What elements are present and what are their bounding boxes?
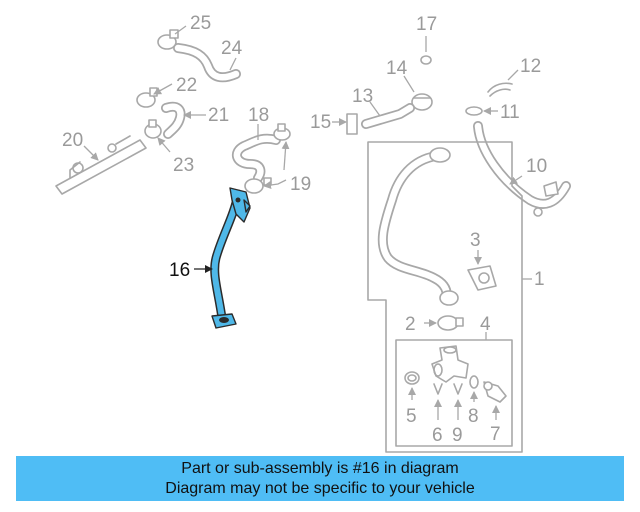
radiator-hose: [377, 147, 459, 306]
hose-part-24[interactable]: [173, 43, 241, 83]
banner-line-part: Part or sub-assembly is #16 in diagram: [181, 460, 459, 477]
clip-part-6[interactable]: [433, 383, 443, 395]
clamp-part-2[interactable]: [437, 315, 464, 331]
parts-diagram: 25 24 22 21 23 20 18: [55, 13, 571, 453]
callout-11[interactable]: 11: [500, 102, 520, 123]
callout-5[interactable]: 5: [406, 406, 417, 427]
callout-19[interactable]: 19: [290, 174, 311, 195]
oring-part-11[interactable]: [465, 106, 483, 116]
callout-13[interactable]: 13: [352, 86, 373, 107]
cap-part-14[interactable]: [411, 93, 433, 111]
clamp-part-23[interactable]: [144, 119, 162, 139]
callout-21[interactable]: 21: [208, 105, 229, 126]
clip-part-9[interactable]: [453, 383, 463, 395]
callout-8[interactable]: 8: [468, 406, 479, 427]
hose-part-16[interactable]: [210, 187, 251, 329]
hose-part-18[interactable]: [231, 133, 281, 183]
clip-part-12[interactable]: [487, 82, 513, 97]
bracket-part-15[interactable]: [346, 113, 358, 135]
coolant-pipe-part-20[interactable]: [55, 135, 147, 195]
callout-22[interactable]: 22: [176, 75, 197, 96]
subassembly-outline-part-4[interactable]: [395, 339, 513, 447]
callout-2[interactable]: 2: [405, 314, 416, 335]
callout-6[interactable]: 6: [432, 425, 443, 446]
oring-part-17[interactable]: [420, 55, 432, 65]
assembly-outline-part-1[interactable]: [367, 141, 523, 453]
callout-25[interactable]: 25: [190, 13, 211, 34]
thermostat-housing: [431, 345, 469, 383]
callout-18[interactable]: 18: [248, 105, 269, 126]
connector-part-13[interactable]: [361, 103, 415, 129]
pipe-part-10[interactable]: [473, 121, 571, 217]
callout-15[interactable]: 15: [310, 112, 331, 133]
callout-4[interactable]: 4: [480, 314, 491, 335]
callout-9[interactable]: 9: [452, 425, 463, 446]
clamp-part-19[interactable]: [244, 123, 291, 194]
callout-23[interactable]: 23: [173, 155, 194, 176]
hose-part-21[interactable]: [161, 101, 186, 139]
callout-20[interactable]: 20: [62, 130, 83, 151]
oring-part-8[interactable]: [469, 375, 479, 389]
callout-12[interactable]: 12: [520, 56, 541, 77]
clamp-part-3[interactable]: [467, 265, 497, 291]
callout-16[interactable]: 16: [169, 260, 190, 281]
callout-10[interactable]: 10: [526, 156, 547, 177]
callout-3[interactable]: 3: [470, 230, 481, 251]
clamp-part-22[interactable]: [136, 87, 158, 108]
info-banner: Part or sub-assembly is #16 in diagram D…: [16, 456, 624, 501]
oring-part-5[interactable]: [404, 371, 420, 385]
sensor-part-7[interactable]: [483, 381, 507, 403]
clamp-part-25[interactable]: [157, 29, 179, 50]
callout-1[interactable]: 1: [534, 269, 545, 290]
callout-17[interactable]: 17: [416, 14, 437, 35]
callout-24[interactable]: 24: [221, 38, 243, 59]
banner-line-disclaimer: Diagram may not be specific to your vehi…: [165, 480, 475, 497]
callout-7[interactable]: 7: [490, 424, 501, 445]
callout-14[interactable]: 14: [386, 58, 408, 79]
